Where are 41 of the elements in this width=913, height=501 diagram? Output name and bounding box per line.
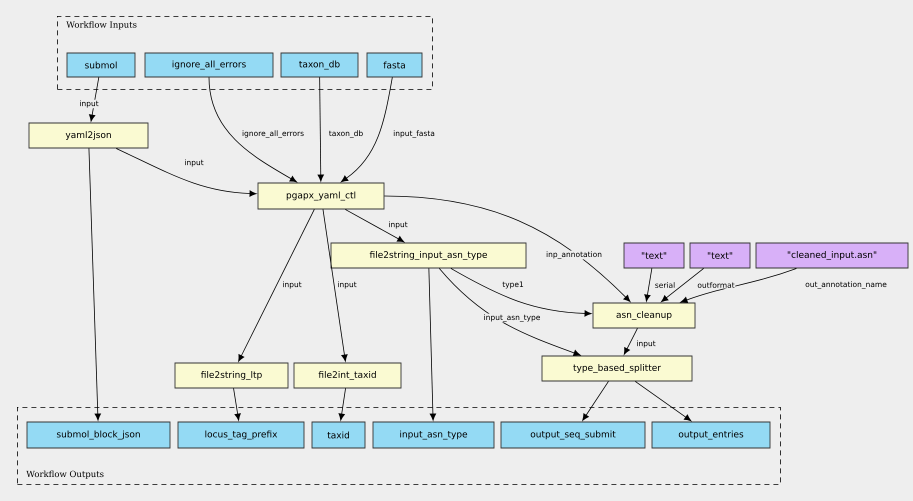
parameter-box: taxon_db xyxy=(280,52,358,78)
parameter-box: output_entries xyxy=(652,422,770,448)
arrow xyxy=(384,196,630,302)
arrow xyxy=(450,268,592,317)
parameter-box: fasta xyxy=(366,52,422,78)
step-box: file2string_input_asn_type xyxy=(330,242,526,268)
arrow xyxy=(582,381,609,421)
arrow xyxy=(340,77,393,182)
parameter-box: output_seq_submit xyxy=(500,422,646,448)
parameter-box: locus_tag_prefix xyxy=(178,422,304,448)
arrow xyxy=(661,268,704,302)
arrow xyxy=(338,388,346,421)
parameter-box: ignore_all_errors xyxy=(144,52,274,78)
step-box: file2int_taxid xyxy=(294,362,402,388)
step-box: type_based_splitter xyxy=(542,356,692,382)
arrow xyxy=(322,209,348,362)
arrow xyxy=(116,148,257,197)
arrow xyxy=(634,381,692,422)
arrow xyxy=(318,77,324,182)
step-box: pgapx_yaml_ctl xyxy=(258,182,384,210)
parameter-box: submol xyxy=(66,52,136,78)
parameter-box: submol_block_json xyxy=(26,422,170,448)
step-box: asn_cleanup xyxy=(592,302,696,328)
arrow xyxy=(233,388,241,421)
step-box: file2string_ltp xyxy=(174,362,288,388)
arrow xyxy=(438,268,580,356)
arrow xyxy=(208,77,297,182)
arrow xyxy=(238,209,315,362)
constant-box: "cleaned_input.asn" xyxy=(756,242,908,268)
arrow xyxy=(89,77,100,122)
constant-box: "text" xyxy=(690,242,750,268)
constant-box: "text" xyxy=(624,242,684,268)
step-box: yaml2json xyxy=(28,122,148,148)
arrow xyxy=(644,268,652,302)
parameter-box: taxid xyxy=(312,422,366,448)
arrow xyxy=(344,209,404,242)
arrow xyxy=(624,328,638,355)
arrow xyxy=(88,148,101,421)
arrow xyxy=(428,268,436,421)
parameter-box: input_asn_type xyxy=(372,422,494,448)
arrow xyxy=(680,268,797,303)
